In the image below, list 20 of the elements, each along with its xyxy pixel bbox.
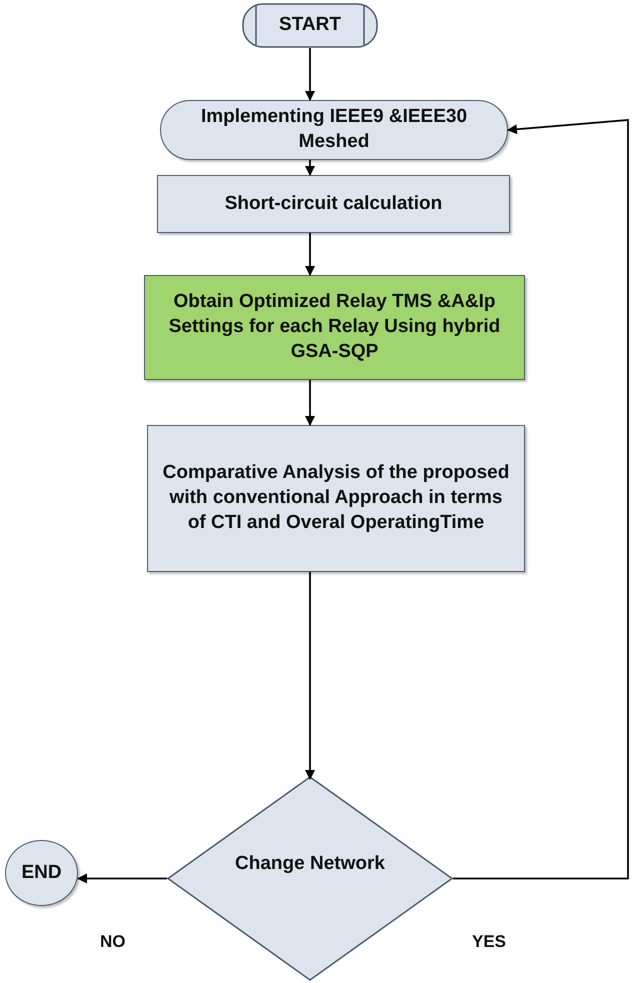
process-stadium — [160, 100, 508, 160]
arrow — [305, 233, 315, 276]
arrow — [453, 119, 629, 880]
arrow — [77, 874, 167, 884]
terminator-shape — [242, 3, 378, 48]
decision-diamond — [167, 776, 453, 981]
process-box — [157, 175, 510, 233]
arrow — [305, 380, 315, 426]
node-text: START — [278, 13, 342, 38]
node-text: Obtain Optimized Relay TMS &A&Ip Settings for each Relay Using hybrid GSA-SQP — [168, 290, 502, 364]
node-text: Change Network — [234, 852, 386, 876]
node-text: END — [20, 860, 63, 885]
process-box — [144, 275, 525, 380]
node-text: Implementing IEEE9 &IEEE30 Meshed — [200, 105, 468, 154]
arrow — [305, 160, 315, 176]
arrow — [305, 572, 315, 780]
node-text: Comparative Analysis of the proposed with conventional Approach in terms of CTI and Overal OperatingTime — [162, 461, 510, 535]
arrow — [305, 48, 315, 101]
process-box — [147, 425, 525, 572]
node-text: Short-circuit calculation — [224, 192, 444, 216]
